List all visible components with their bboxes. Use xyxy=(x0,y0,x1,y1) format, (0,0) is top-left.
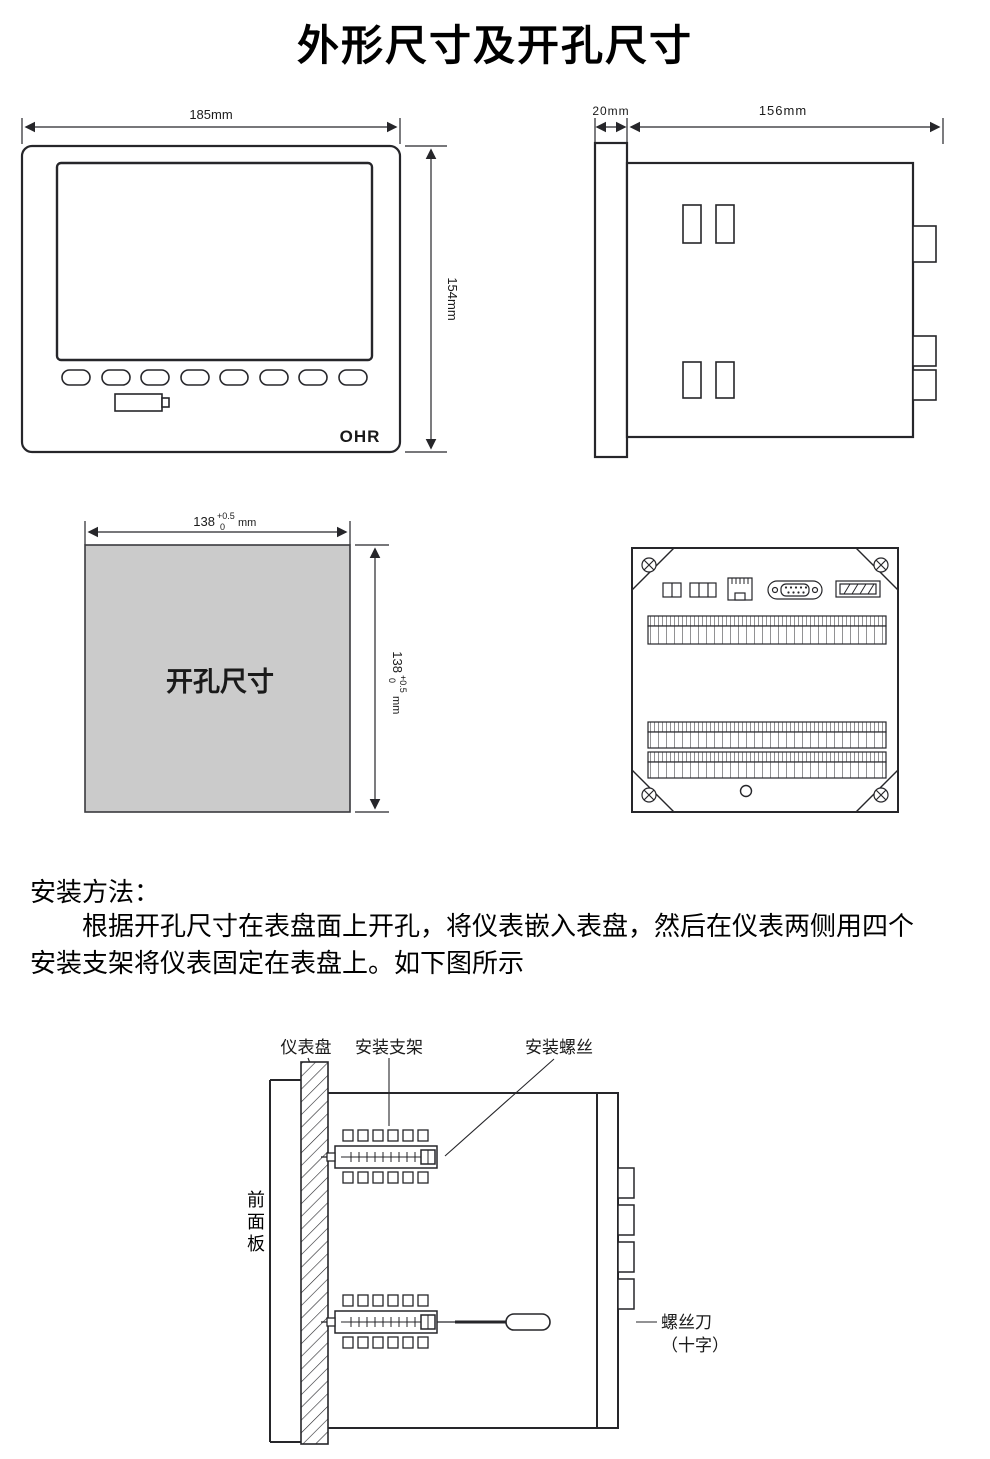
cutout-height-label: 138 +0.5 0 mm xyxy=(387,651,408,714)
cutout-dim-tol-upper-v: +0.5 xyxy=(398,675,408,693)
rear-view-diagram xyxy=(631,547,899,813)
cutout-dim-tol-upper: +0.5 xyxy=(217,511,235,521)
side-terminal-tabs xyxy=(912,225,937,401)
cutout-width-dimension xyxy=(84,521,351,545)
rear-terminal-strip xyxy=(647,721,887,749)
cutout-square xyxy=(84,544,351,813)
cutout-dim-unit: mm xyxy=(238,517,256,529)
screws-label: 安装螺丝 xyxy=(525,1038,593,1057)
install-method-heading: 安装方法： xyxy=(30,878,161,907)
front-buttons xyxy=(61,369,368,386)
rear-db9-port xyxy=(767,580,823,600)
rear-power-terminal xyxy=(835,580,881,598)
front-width-label: 185mm xyxy=(189,107,232,122)
front-panel-label: 前面板 xyxy=(245,1190,265,1256)
page-title: 外形尺寸及开孔尺寸 xyxy=(296,22,693,69)
installation-diagram: 仪表盘 安装支架 安装螺丝 xyxy=(269,1038,729,1445)
front-logo: OHR xyxy=(340,427,381,446)
mounting-bracket-bottom xyxy=(321,1294,438,1349)
mounting-bracket-top xyxy=(321,1129,438,1184)
rear-corner-screw-icon xyxy=(641,557,889,803)
side-dimensions xyxy=(594,118,944,144)
cutout-dim-tol-lower: 0 xyxy=(220,522,225,532)
front-usb-port xyxy=(114,393,170,412)
rear-ethernet-port xyxy=(727,577,753,601)
side-body xyxy=(625,161,915,439)
cutout-width-label: 138 +0.5 0 mm xyxy=(193,511,256,532)
rear-comm-terminal-2p xyxy=(662,582,682,598)
rear-terminal-tabs xyxy=(617,1167,635,1310)
rear-terminal-strip xyxy=(647,615,887,645)
bracket-label: 安装支架 xyxy=(355,1038,423,1057)
side-bracket-sections xyxy=(682,204,735,399)
front-screen xyxy=(55,161,374,362)
rear-terminal-strip xyxy=(647,751,887,779)
side-view-diagram: 20mm 156mm xyxy=(592,103,944,459)
cutout-dim-value: 138 xyxy=(193,514,215,529)
panel-cross-section xyxy=(300,1061,329,1445)
front-width-dimension xyxy=(21,118,401,144)
instrument-bezel xyxy=(269,1079,301,1443)
panel-label: 仪表盘 xyxy=(281,1038,332,1057)
cutout-dim-unit-v: mm xyxy=(390,696,402,714)
cutout-dim-value-v: 138 xyxy=(390,651,405,673)
cutout-height-dimension xyxy=(355,544,389,813)
rear-hole xyxy=(739,784,753,798)
rear-comm-terminal-3p xyxy=(689,582,717,598)
front-height-label: 154mm xyxy=(445,277,460,320)
cutout-dim-tol-lower-v: 0 xyxy=(387,678,397,683)
front-view-diagram: 185mm OHR 154mm xyxy=(20,107,460,454)
install-method-paragraph: 根据开孔尺寸在表盘面上开孔，将仪表嵌入表盘，然后在仪表两侧用四个安装支架将仪表固… xyxy=(30,912,915,979)
cutout-diagram: 138 +0.5 0 mm 开孔尺寸 138 +0.5 0 mm xyxy=(84,511,408,813)
screwdriver-type-label: （十字） xyxy=(661,1336,729,1355)
screwdriver-label: 螺丝刀 xyxy=(661,1313,712,1332)
side-length-label: 156mm xyxy=(759,103,807,118)
cutout-label: 开孔尺寸 xyxy=(166,667,274,697)
side-depth-label: 20mm xyxy=(592,104,629,118)
instrument-body xyxy=(328,1092,619,1429)
screwdriver-icon xyxy=(437,1313,551,1331)
front-height-dimension xyxy=(405,145,447,453)
side-bezel xyxy=(593,141,629,459)
